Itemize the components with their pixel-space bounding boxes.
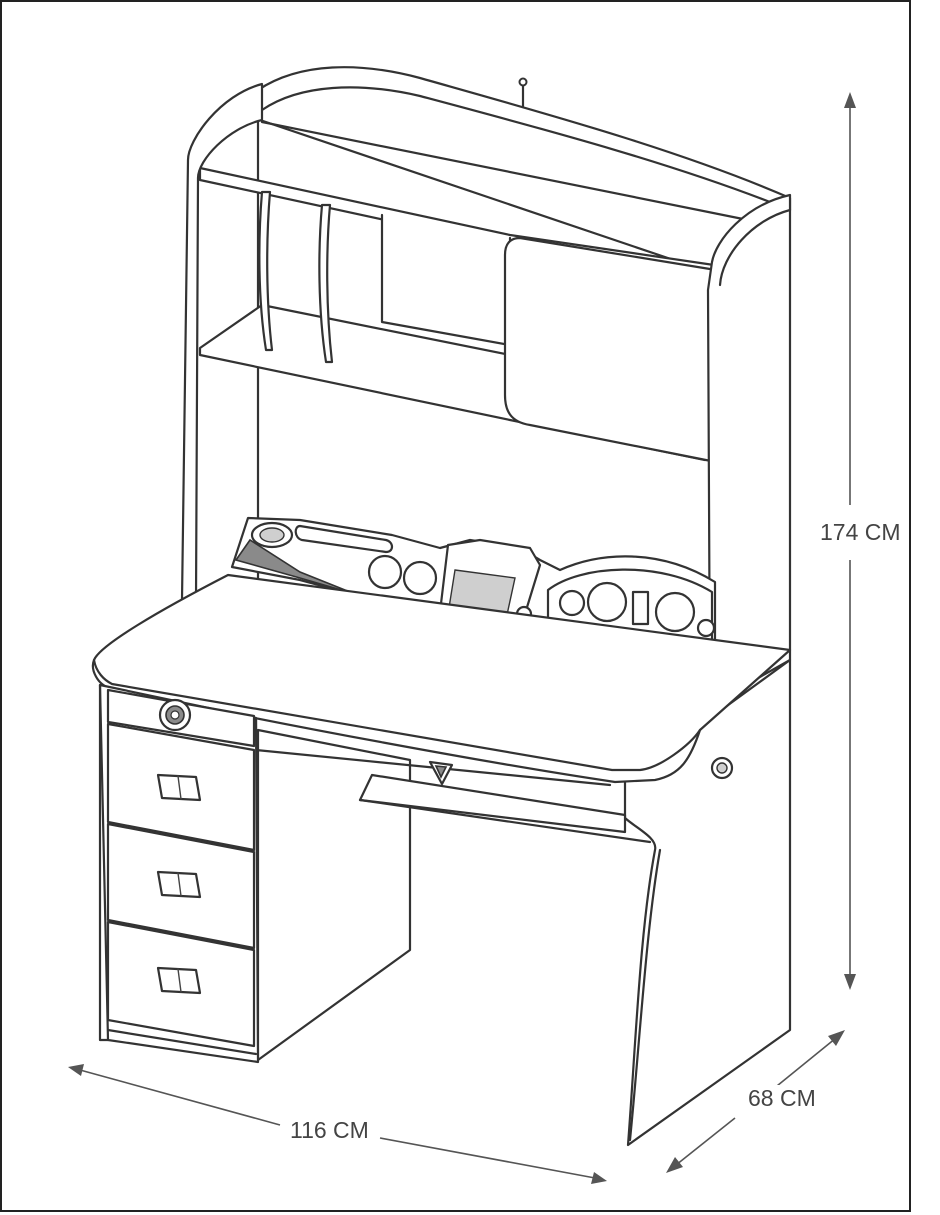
- dashboard-gauge-5: [696, 618, 716, 638]
- antenna-tip: [518, 77, 528, 87]
- depth-dimension-label: 68 CM: [744, 1085, 820, 1111]
- hutch: [180, 66, 792, 707]
- desk: [91, 573, 792, 1147]
- hutch-divider-2: [318, 203, 334, 364]
- dashboard-dial-2: [402, 560, 438, 596]
- hutch-cabinet-door: [503, 236, 718, 464]
- dashboard-gauge-1: [558, 589, 586, 617]
- hutch-divider-1: [258, 190, 274, 352]
- dashboard-gauge-3: [631, 590, 650, 626]
- hutch-right-side: [706, 193, 792, 707]
- width-dimension-label: 116 CM: [286, 1117, 373, 1143]
- dashboard-pen-tray: [294, 524, 394, 554]
- dashboard-dial-1: [367, 554, 403, 590]
- dimension-height: [844, 92, 856, 990]
- hutch-left-side: [180, 82, 264, 602]
- desk-right-leg: [623, 658, 792, 1147]
- dimension-depth: [666, 1030, 845, 1173]
- desk-keyboard-tray: [358, 773, 627, 834]
- dimension-width: [68, 1064, 607, 1184]
- dashboard-gauge-2: [586, 581, 628, 623]
- drawing-frame: [0, 0, 911, 1212]
- height-dimension-label: 174 CM: [816, 519, 905, 545]
- dashboard-gauge-4: [654, 591, 696, 633]
